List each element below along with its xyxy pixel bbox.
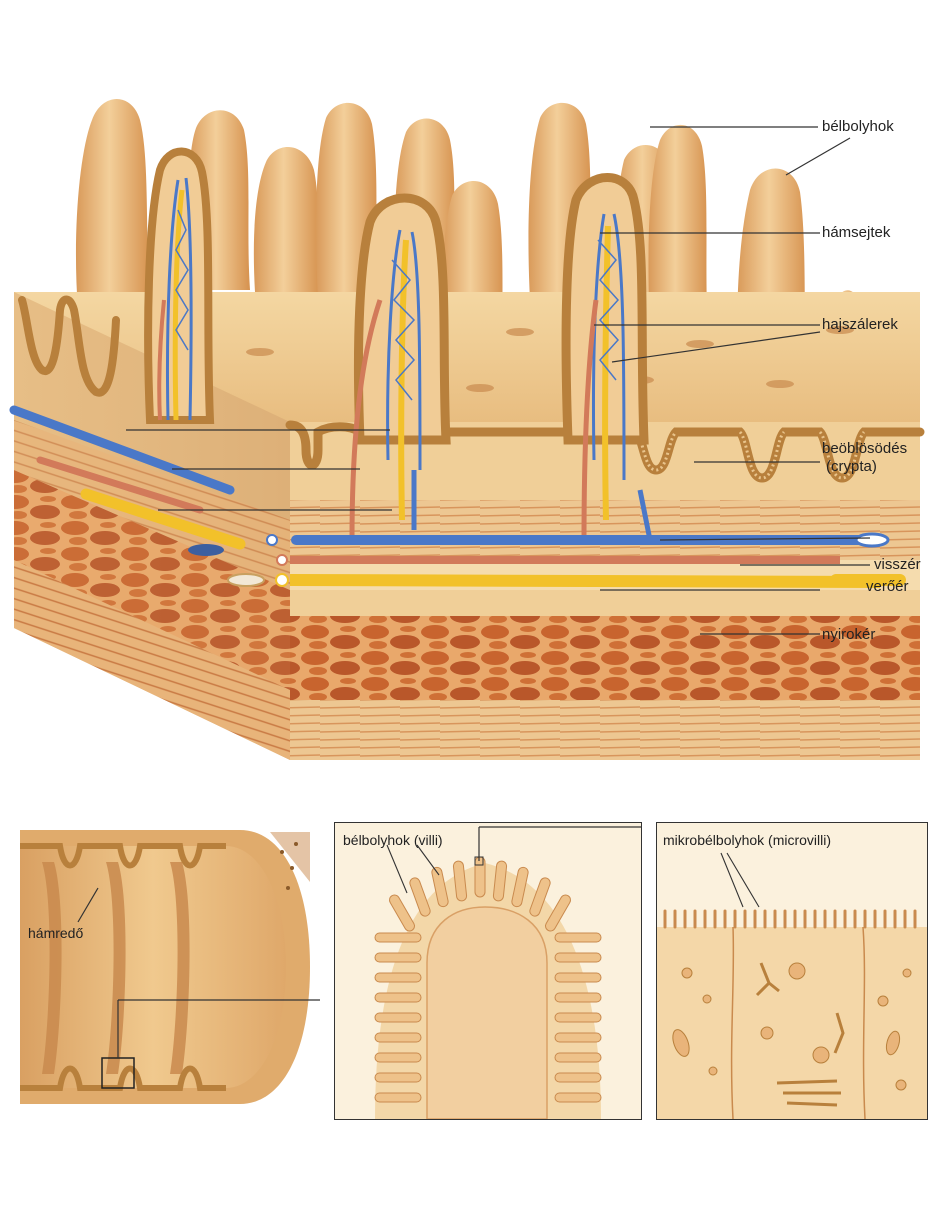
sectioned-villus-left [148, 151, 210, 420]
label-epithelial-cells: hámsejtek [822, 224, 890, 242]
label-crypt-line1: beöblösödés [822, 440, 907, 458]
label-lymph-vessel: nyirokér [822, 626, 875, 644]
label-microvilli: mikrobélbolyhok (microvilli) [663, 831, 831, 849]
label-mucosal-fold: hámredő [28, 924, 83, 942]
villi-detail-panel: bélbolyhok (villi) [334, 822, 642, 1120]
label-villi-latin: bélbolyhok (villi) [343, 831, 443, 849]
label-artery: verőér [866, 578, 909, 596]
front-face-muscle-longitudinal [290, 700, 920, 760]
label-crypt-line2: (crypta) [826, 458, 877, 476]
label-capillaries: hajszálerek [822, 316, 898, 334]
intestine-tube-section [20, 822, 320, 1112]
label-villi: bélbolyhok [822, 118, 894, 136]
label-vein: visszér [874, 556, 921, 574]
submucosal-vessels [267, 534, 900, 586]
microvilli-detail-panel: mikrobélbolyhok (microvilli) [656, 822, 928, 1120]
